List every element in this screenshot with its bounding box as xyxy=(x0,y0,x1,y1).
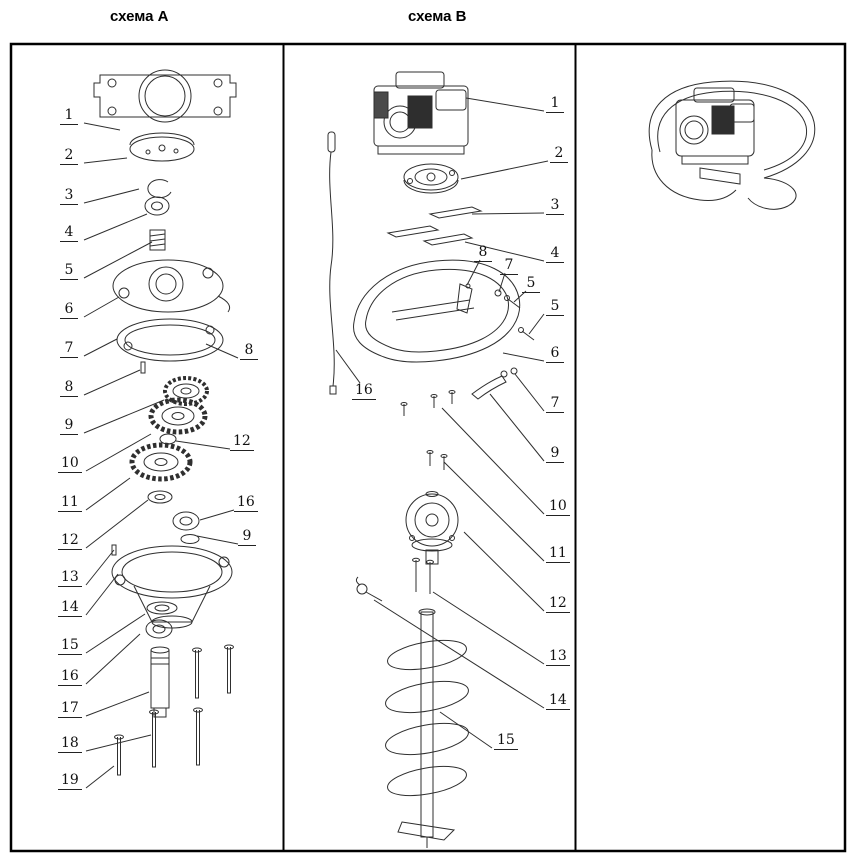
callout-b-12: 12 xyxy=(546,596,570,613)
callout-a-4: 4 xyxy=(60,225,78,242)
callout-b-6: 6 xyxy=(546,346,564,363)
callout-b-8: 8 xyxy=(474,245,492,262)
callout-a-12r: 12 xyxy=(230,434,254,451)
callout-a-12: 12 xyxy=(58,533,82,550)
callout-a-2: 2 xyxy=(60,148,78,165)
callout-a-10: 10 xyxy=(58,456,82,473)
callout-b-14: 14 xyxy=(546,693,570,710)
callout-b-5a: 5 xyxy=(522,276,540,293)
callout-a-17: 17 xyxy=(58,701,82,718)
callout-b-15: 15 xyxy=(494,733,518,750)
callout-b-9: 9 xyxy=(546,446,564,463)
callout-a-14: 14 xyxy=(58,600,82,617)
callout-a-3: 3 xyxy=(60,188,78,205)
callout-a-16r: 16 xyxy=(234,495,258,512)
callout-a-19: 19 xyxy=(58,773,82,790)
leader-lines-a xyxy=(83,122,239,789)
callout-a-8: 8 xyxy=(60,380,78,397)
callout-b-13: 13 xyxy=(546,649,570,666)
callout-a-18: 18 xyxy=(58,736,82,753)
callout-a-9r: 9 xyxy=(238,529,256,546)
callout-a-11: 11 xyxy=(58,495,82,512)
callout-b-3: 3 xyxy=(546,198,564,215)
callout-a-1: 1 xyxy=(60,108,78,125)
callout-b-1: 1 xyxy=(546,96,564,113)
callout-b-11: 11 xyxy=(546,546,570,563)
panel-borders xyxy=(9,42,847,853)
callout-a-16: 16 xyxy=(58,669,82,686)
callout-a-8r: 8 xyxy=(240,343,258,360)
callout-b-7: 7 xyxy=(500,258,518,275)
schema-a-title: схема А xyxy=(110,8,169,25)
callout-b-7b: 7 xyxy=(546,396,564,413)
assembled-machine-drawing xyxy=(648,80,816,210)
schema-b-title: схема В xyxy=(408,8,467,25)
callout-a-13: 13 xyxy=(58,570,82,587)
gearbox-exploded-drawing xyxy=(93,69,237,776)
callout-a-15: 15 xyxy=(58,638,82,655)
machine-exploded-drawing xyxy=(327,71,535,848)
callout-a-6: 6 xyxy=(60,302,78,319)
callout-a-5: 5 xyxy=(60,263,78,280)
callout-a-7: 7 xyxy=(60,341,78,358)
callout-b-10: 10 xyxy=(546,499,570,516)
callout-b-16: 16 xyxy=(352,383,376,400)
callout-b-2: 2 xyxy=(550,146,568,163)
callout-a-9: 9 xyxy=(60,418,78,435)
callout-b-5b: 5 xyxy=(546,299,564,316)
leader-lines-b xyxy=(335,97,549,749)
callout-b-4: 4 xyxy=(546,246,564,263)
